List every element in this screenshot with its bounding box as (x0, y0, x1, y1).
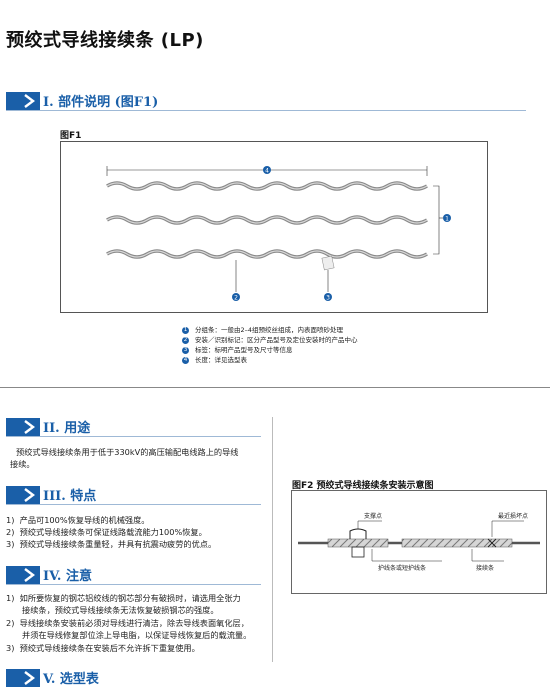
armor-rods (327, 538, 389, 548)
section-rule (6, 504, 261, 505)
section-rule (6, 110, 526, 111)
section-bar (6, 418, 40, 436)
figure-f1-box: 4 1 2 3 (60, 141, 488, 313)
section-bar (6, 486, 40, 504)
list-item: 2) 预绞式导线接续条可保证线路载流能力100%恢复。 (6, 527, 207, 537)
damage-point-label: 最近损坏点 (498, 512, 528, 520)
splice-rods (401, 538, 513, 548)
rod-bracket (433, 185, 440, 255)
section-bar (6, 92, 40, 110)
list-item: 1) 如所要恢复的钢芯铝绞线的钢芯部分有破损时，请选用全张力 (6, 593, 241, 603)
section-2-heading: II. 用途 (43, 421, 91, 436)
section-bar (6, 669, 40, 687)
figure-f2-caption: 图F2 预绞式导线接续条安装示意图 (292, 481, 434, 491)
section-1-heading: I. 部件说明 (图F1) (43, 95, 159, 110)
callout-2: 2 (234, 295, 238, 302)
support-point-label: 支撑点 (364, 512, 382, 520)
callout-3-marker (324, 293, 332, 301)
chevron-right-icon (24, 568, 35, 582)
chevron-right-icon (24, 420, 35, 434)
chevron-right-icon (24, 671, 35, 685)
figure-f2-drawing: 支撑点 最近损坏点 护线条或短护线条 接续条 (298, 512, 540, 572)
section-2-header: II. 用途 (6, 418, 261, 437)
callout-1: 1 (445, 216, 449, 223)
callout-3: 3 (326, 295, 330, 302)
section-5-heading: V. 选型表 (43, 672, 99, 687)
list-item: 1) 产品可100%恢复导线的机械强度。 (6, 515, 150, 525)
section-3-heading: III. 特点 (43, 489, 97, 504)
support-clamp (349, 528, 367, 539)
list-item: 3) 预绞式导线接续条重量轻，并具有抗震动疲劳的优点。 (6, 539, 217, 549)
section-rule (6, 436, 261, 437)
list-item-continuation: 并须在导线修复部位涂上导电脂，以保证导线恢复后的载流量。 (22, 630, 252, 640)
callout-2-marker (232, 293, 240, 301)
page-title: 预绞式导线接续条 (LP) (6, 30, 204, 51)
section-5-header: V. 选型表 (6, 669, 261, 687)
armor-rods-label: 护线条或短护线条 (378, 564, 426, 572)
list-item-continuation: 接续条，预绞式导线接续条无法恢复破损钢芯的强度。 (22, 605, 219, 615)
section-4-header: IV. 注意 (6, 566, 261, 585)
section-bar (6, 566, 40, 584)
section-2-body: 预绞式导线接续条用于低于330kV的高压输配电线路上的导线 接续。 (10, 447, 239, 469)
figure-f2-box: 支撑点 最近损坏点 护线条或短护线条 接续条 (291, 490, 547, 594)
callout-1-marker (443, 214, 451, 222)
list-item: 3) 预绞式导线接续条在安装后不允许拆下重复使用。 (6, 643, 200, 653)
section-3-header: III. 特点 (6, 486, 261, 505)
callout-4: 4 (265, 168, 269, 175)
page-divider (0, 387, 550, 388)
chevron-right-icon (24, 488, 35, 502)
splice-label: 接续条 (476, 564, 494, 572)
list-item: 2) 导线接续条安装前必须对导线进行清洁，除去导线表面氧化层， (6, 618, 249, 628)
callout-4-marker (263, 166, 271, 174)
figure-f1-drawing: 4 1 2 3 (106, 166, 451, 302)
label-tag (321, 255, 335, 271)
section-rule (6, 584, 261, 585)
column-divider (272, 417, 273, 662)
section-1-header: I. 部件说明 (图F1) (6, 92, 526, 111)
section-4-heading: IV. 注意 (43, 569, 92, 584)
figure-f1-label: 图F1 (60, 131, 82, 141)
chevron-right-icon (24, 94, 35, 108)
